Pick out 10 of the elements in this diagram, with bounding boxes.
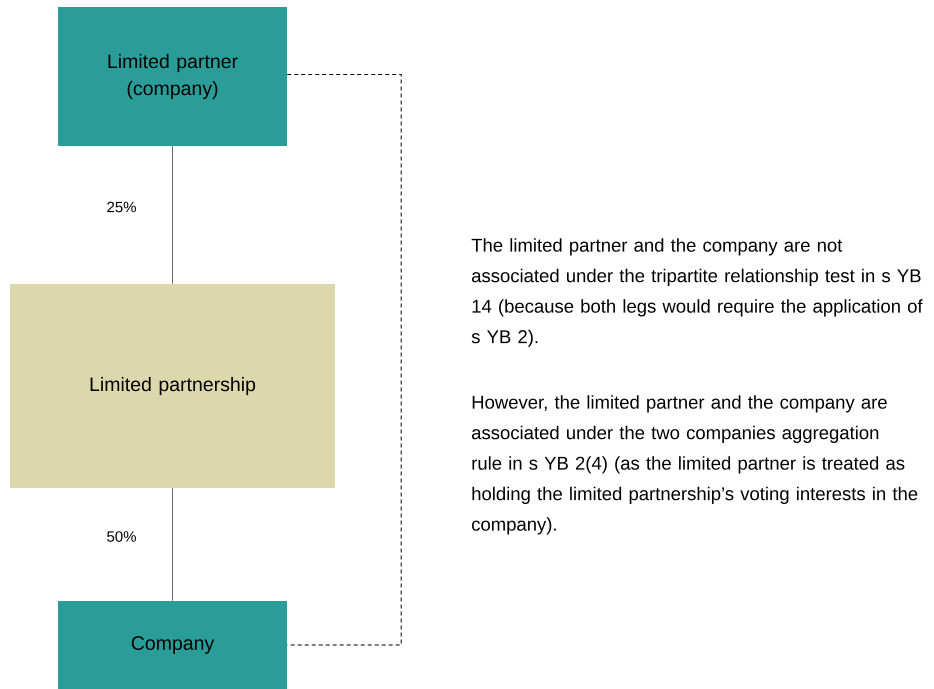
edge-label: 25% — [106, 200, 138, 214]
connector-line — [172, 146, 173, 284]
connector-line — [172, 488, 173, 602]
note-paragraph: The limited partner and the company are not associated under the tripartite relationship test in s YB 14 (because both legs would require the application of s YB 2). — [472, 238, 923, 347]
box: Limited partnership — [10, 284, 335, 488]
box: Limited partner (company) — [58, 7, 287, 146]
note-paragraph: However, the limited partner and the company are associated under the two companies aggregation rule in s YB 2(4) (as the limited partner is treated as holding the limited partnership’s voting interests in the company). — [472, 395, 918, 534]
box: Company — [58, 601, 287, 689]
edge-label: 50% — [106, 530, 138, 543]
connector-line — [286, 74, 402, 646]
